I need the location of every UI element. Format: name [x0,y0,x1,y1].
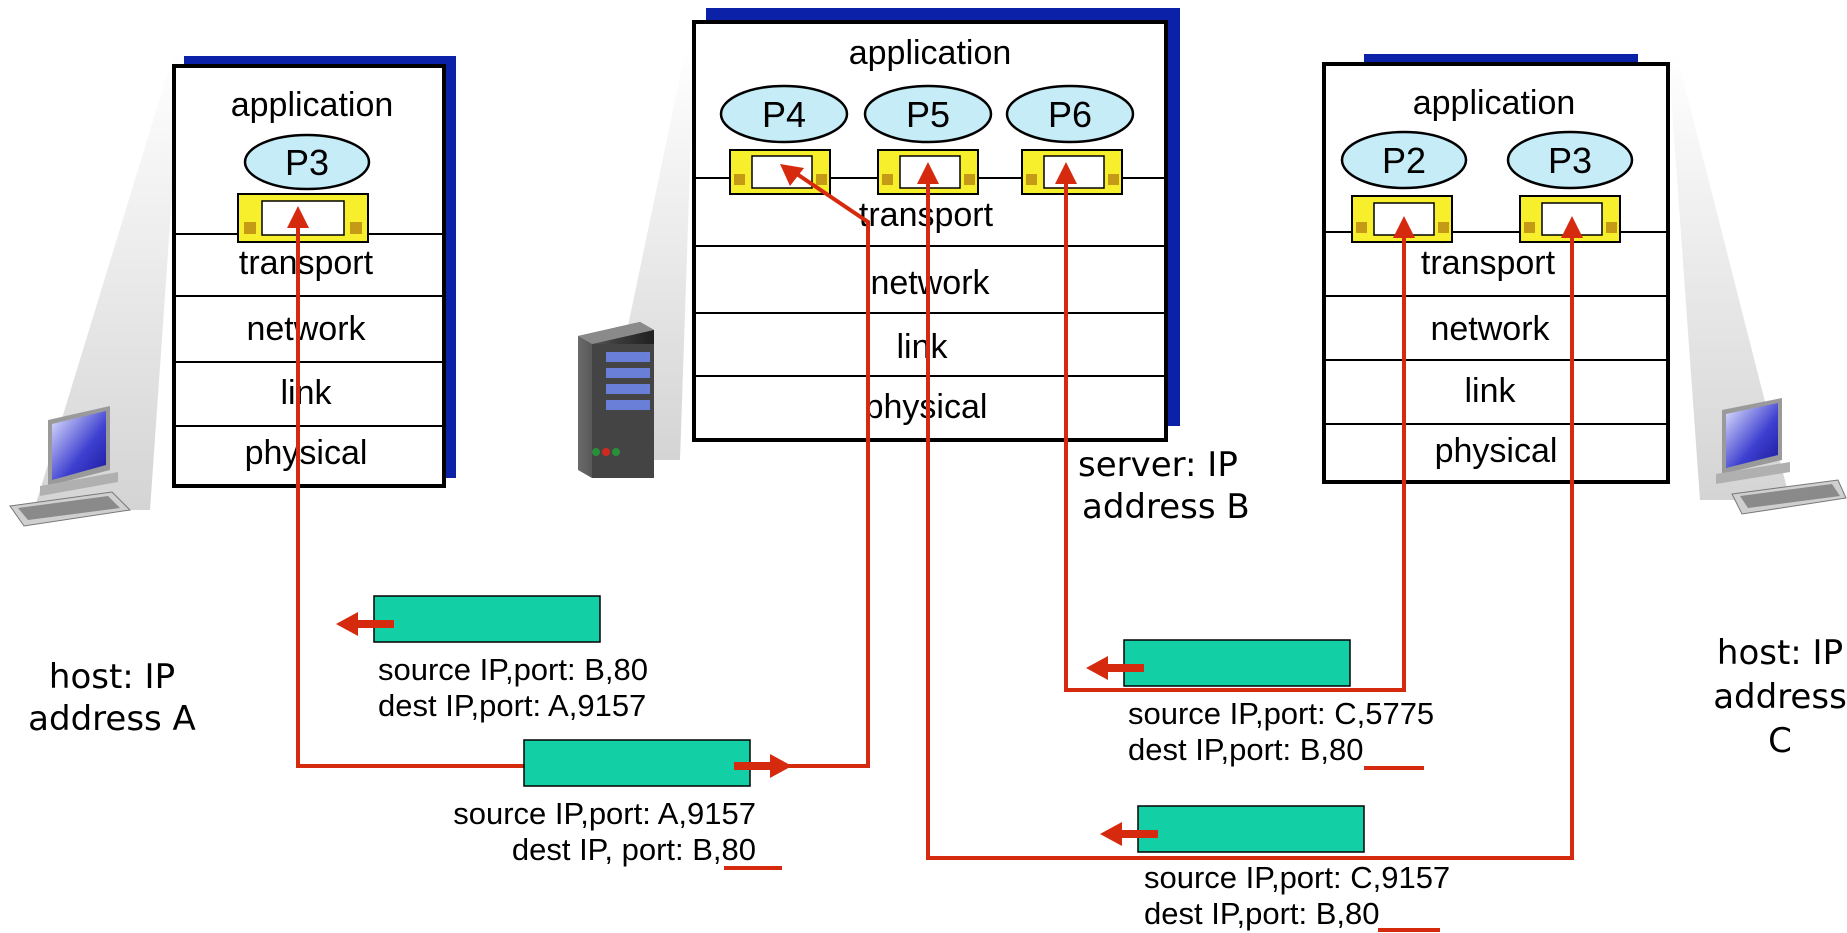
host-a-layer-application: application [231,86,394,124]
host-a-process-p3-label: P3 [285,142,329,183]
host-a-layer-network: network [246,310,366,348]
segment-c-9157-line1: source IP,port: C,9157 [1144,860,1450,895]
segment-c-5775-to-b: source IP,port: C,5775 dest IP,port: B,8… [1086,639,1434,770]
host-a-beam [34,52,182,510]
segment-box [1123,639,1351,687]
server-b-layer-network: network [870,264,990,302]
host-c: application transport network link physi… [1322,52,1847,761]
path-arrowheads [287,162,1583,238]
server-b-process-p6-label: P6 [1048,94,1092,135]
host-c-beam [1668,52,1790,500]
arrow-right-icon [734,754,792,778]
arrowhead-up-icon [1055,162,1077,184]
server-b-process-p5 [863,84,993,144]
host-c-layer-application: application [1413,84,1576,122]
server-b: application transport network link physi… [578,8,1250,527]
host-a-label-line2: address A [28,699,196,739]
computer-icon [9,406,132,527]
host-a-layer-link: link [280,374,332,412]
host-a-layer-physical: physical [245,434,368,472]
server-b-label-line2: address B [1082,487,1250,527]
server-b-layer-application: application [849,34,1012,72]
host-a-label-line1: host: IP [49,657,175,697]
host-c-layer-transport: transport [1421,244,1556,282]
server-b-label-line1: server: IP [1078,445,1238,485]
host-c-layer-link: link [1464,372,1516,410]
socket-icon [1519,195,1621,243]
segment-b-to-a-line1: source IP,port: B,80 [378,652,648,687]
arrow-left-icon [336,612,394,636]
host-c-process-p2 [1340,130,1468,190]
host-c-process-p3-label: P3 [1548,140,1592,181]
host-a-layer-transport: transport [239,244,374,282]
server-b-process-p4 [719,84,849,144]
path-c-p2-to-p6 [1064,168,1406,692]
host-c-label-line1: host: IP [1717,633,1843,673]
server-b-process-p4-label: P4 [762,94,806,135]
server-b-process-p6 [1005,84,1135,144]
segment-box [1137,805,1365,853]
arrowhead-up-icon [1561,216,1583,238]
segment-b-to-a-line2: dest IP,port: A,9157 [378,688,646,723]
segment-box [523,739,751,787]
host-c-process-p2-label: P2 [1382,140,1426,181]
arrowhead-up-icon [780,164,804,186]
segment-a-to-b: source IP,port: A,9157 dest IP, port: B,… [453,739,792,870]
server-b-process-p5-label: P5 [906,94,950,135]
arrow-left-icon [1100,822,1158,846]
segment-box [373,595,601,643]
arrowhead-up-icon [917,162,939,184]
segment-a-to-b-line1: source IP,port: A,9157 [453,796,756,831]
segment-c-9157-line2: dest IP,port: B,80 [1144,896,1380,931]
host-c-layer-network: network [1430,310,1550,348]
arrowhead-up-icon [287,206,309,228]
path-c-p3-to-p5 [926,168,1574,860]
arrowhead-up-icon [1393,216,1415,238]
segment-b-to-a: source IP,port: B,80 dest IP,port: A,915… [336,595,648,723]
host-c-process-p3 [1506,130,1634,190]
host-a: application transport network link physi… [9,52,456,739]
host-a-process-p3 [243,133,371,191]
socket-icon [1021,149,1123,195]
segment-c-5775-line2: dest IP,port: B,80 [1128,732,1364,767]
host-c-label-line3: C [1768,721,1792,761]
server-b-layer-link: link [896,328,948,366]
host-c-label-line2: address [1713,677,1847,717]
segment-a-to-b-line2: dest IP, port: B,80 [512,832,756,867]
server-icon [578,322,654,478]
path-a-to-p4 [296,166,870,768]
host-c-layer-physical: physical [1435,432,1558,470]
segment-c-9157-to-b: source IP,port: C,9157 dest IP,port: B,8… [1100,805,1450,932]
arrow-left-icon [1086,656,1144,680]
computer-icon [1716,398,1847,515]
segment-c-5775-line1: source IP,port: C,5775 [1128,696,1434,731]
data-paths [296,166,1574,860]
